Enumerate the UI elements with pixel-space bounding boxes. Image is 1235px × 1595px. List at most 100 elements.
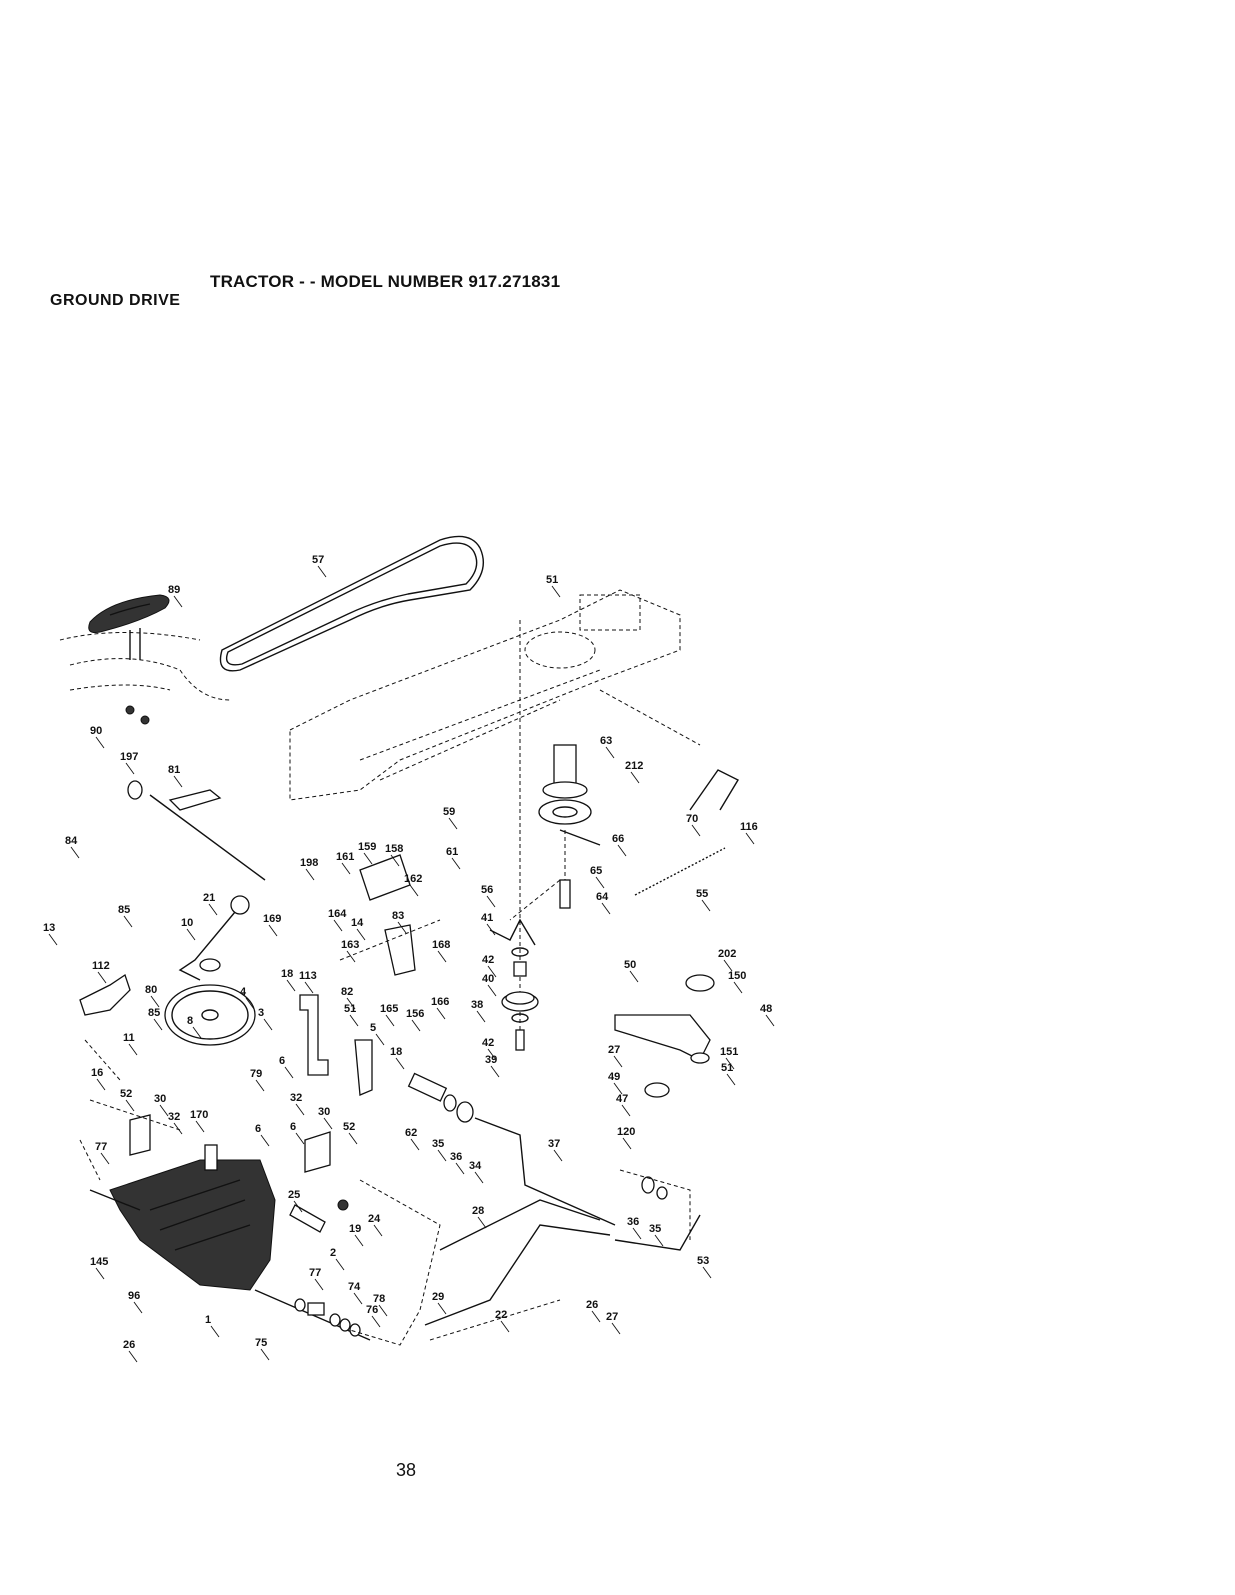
callout-label-197: 197	[120, 751, 138, 763]
callout-label-151: 151	[720, 1046, 738, 1058]
callout-label-198: 198	[300, 857, 318, 869]
leader-line	[341, 862, 351, 875]
leader-line	[701, 899, 711, 912]
leader-line	[95, 1267, 105, 1280]
leader-line	[96, 1078, 106, 1091]
callout-label-21: 21	[203, 892, 215, 904]
leader-line	[397, 921, 407, 934]
callout-label-22: 22	[495, 1309, 507, 1321]
callout-label-212: 212	[625, 760, 643, 772]
leader-line	[70, 846, 80, 859]
leader-line	[437, 950, 447, 963]
callout-label-161: 161	[336, 851, 354, 863]
leader-line	[551, 585, 561, 598]
callout-label-202: 202	[718, 948, 736, 960]
leader-line	[726, 1073, 736, 1086]
leader-line	[346, 950, 356, 963]
leader-line	[632, 1227, 642, 1240]
callout-label-159: 159	[358, 841, 376, 853]
leader-line	[477, 1216, 487, 1229]
leader-line	[295, 1103, 305, 1116]
leader-line	[385, 1014, 395, 1027]
leader-line	[173, 595, 183, 608]
leader-line	[314, 1278, 324, 1291]
callout-label-27: 27	[608, 1044, 620, 1056]
leader-line	[317, 565, 327, 578]
leader-line	[371, 1315, 381, 1328]
assembly-guides	[79, 879, 691, 1346]
leader-line	[348, 1132, 358, 1145]
tractor-frame	[289, 589, 701, 801]
leader-line	[159, 1104, 169, 1117]
callout-label-55: 55	[696, 888, 708, 900]
leader-line	[436, 1007, 446, 1020]
callout-label-156: 156	[406, 1008, 424, 1020]
callout-label-6: 6	[255, 1123, 261, 1135]
callout-label-47: 47	[616, 1093, 628, 1105]
leader-line	[268, 924, 278, 937]
leader-line	[125, 762, 135, 775]
callout-label-79: 79	[250, 1068, 262, 1080]
callout-label-10: 10	[181, 917, 193, 929]
leader-line	[100, 1152, 110, 1165]
callout-label-164: 164	[328, 908, 347, 920]
callout-label-162: 162	[404, 873, 422, 885]
leader-line	[409, 884, 419, 897]
callout-label-32: 32	[168, 1111, 180, 1123]
leader-line	[123, 915, 133, 928]
leader-line	[702, 1266, 712, 1279]
clutch-rod	[127, 780, 266, 881]
leader-line	[245, 997, 255, 1010]
leader-line	[260, 1348, 270, 1361]
leader-line	[263, 1018, 273, 1031]
leader-line	[260, 1134, 270, 1147]
leader-line	[487, 965, 497, 978]
leader-line	[601, 902, 611, 915]
callout-label-14: 14	[351, 917, 364, 929]
callout-label-50: 50	[624, 959, 636, 971]
drive-belt	[219, 535, 484, 672]
callout-label-82: 82	[341, 986, 353, 998]
callout-label-36: 36	[627, 1216, 639, 1228]
callout-label-26: 26	[586, 1299, 598, 1311]
callout-label-30: 30	[154, 1093, 166, 1105]
leader-line	[373, 1224, 383, 1237]
callout-label-25: 25	[288, 1189, 300, 1201]
callout-label-35: 35	[432, 1138, 444, 1150]
callout-label-145: 145	[90, 1256, 108, 1268]
callout-label-61: 61	[446, 846, 458, 858]
callout-label-26: 26	[123, 1339, 135, 1351]
callout-label-78: 78	[373, 1293, 385, 1305]
callout-label-158: 158	[385, 843, 403, 855]
callout-label-90: 90	[90, 725, 102, 737]
leader-line	[617, 844, 627, 857]
leader-line	[208, 903, 218, 916]
callout-label-48: 48	[760, 1003, 772, 1015]
leader-line	[195, 1120, 205, 1133]
leader-line	[356, 928, 366, 941]
callout-label-64: 64	[596, 891, 609, 903]
leader-line	[745, 832, 755, 845]
leader-line	[354, 1234, 364, 1247]
callout-label-38: 38	[471, 999, 483, 1011]
callout-label-11: 11	[123, 1032, 135, 1044]
callout-label-18: 18	[390, 1046, 402, 1058]
callout-label-5: 5	[370, 1022, 376, 1034]
callout-label-84: 84	[65, 835, 78, 847]
callout-label-168: 168	[432, 939, 450, 951]
leader-line	[437, 1302, 447, 1315]
leader-line	[500, 1320, 510, 1333]
callout-label-6: 6	[290, 1121, 296, 1133]
callout-label-42: 42	[482, 1037, 494, 1049]
callout-label-27: 27	[606, 1311, 618, 1323]
callout-label-169: 169	[263, 913, 281, 925]
leader-line	[486, 923, 496, 936]
callout-label-42: 42	[482, 954, 494, 966]
leader-line	[186, 928, 196, 941]
callout-label-51: 51	[721, 1062, 733, 1074]
shift-lever	[178, 895, 250, 981]
callout-label-32: 32	[290, 1092, 302, 1104]
leader-line	[591, 1310, 601, 1323]
callout-label-165: 165	[380, 1003, 398, 1015]
